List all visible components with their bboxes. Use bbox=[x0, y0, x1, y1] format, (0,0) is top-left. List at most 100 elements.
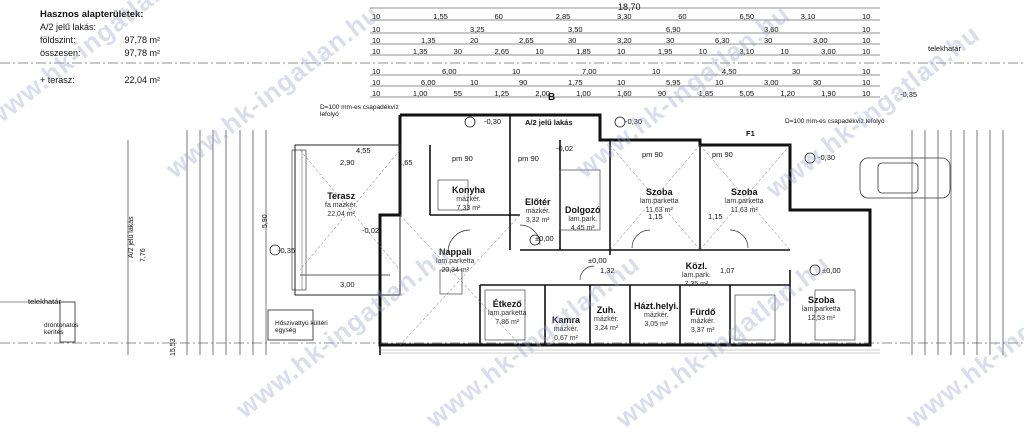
dimension-value: 1,95 bbox=[657, 47, 673, 56]
dimension-value: 10 bbox=[372, 36, 381, 45]
room-nappali: Nappali lam.parketta 20,34 m² bbox=[436, 248, 475, 275]
dimension-value: 60 bbox=[494, 12, 503, 21]
room-name: Szoba bbox=[808, 295, 835, 305]
dimension-value: 10 bbox=[862, 47, 871, 56]
dimension-value: 10 bbox=[617, 78, 626, 87]
room-name: Terasz bbox=[327, 191, 356, 201]
area-row-value: 97,78 m² bbox=[124, 35, 160, 45]
room-eloter: Előtér mázkér. 3,32 m² bbox=[525, 198, 551, 225]
dimension-value: 90 bbox=[519, 78, 528, 87]
dimension-value: 10 bbox=[617, 47, 626, 56]
dimension-value: 10 bbox=[862, 78, 871, 87]
room-haztartasi: Házt.helyi. mázkér. 3,05 m² bbox=[634, 302, 679, 329]
room-area: 11,63 m² bbox=[730, 207, 758, 214]
dimension-value: 1,25 bbox=[494, 89, 510, 98]
dimension-value: 3,50 bbox=[568, 25, 583, 34]
room-name: Házt.helyi. bbox=[634, 301, 679, 311]
dimension-value: 10 bbox=[470, 78, 479, 87]
area-summary: Hasznos alapterületek: A/2 jelű lakás: f… bbox=[40, 8, 160, 87]
room-szoba-2: Szoba lam.parketta 11,63 m² bbox=[725, 188, 764, 215]
dimension-value: 1,35 bbox=[421, 36, 436, 45]
dimension-label: 1,32 bbox=[600, 266, 615, 275]
room-floor: lam.parketta bbox=[802, 306, 841, 313]
dimension-value: 3,10 bbox=[800, 12, 816, 21]
level-mark: -0,02 bbox=[362, 226, 380, 235]
dimension-value: 10 bbox=[512, 67, 521, 76]
room-area: 0,67 m² bbox=[554, 335, 578, 342]
dimension-value: 5,05 bbox=[739, 89, 755, 98]
room-name: Konyha bbox=[452, 185, 486, 195]
area-row-value: 97,78 m² bbox=[124, 48, 160, 58]
room-konyha: Konyha mázkér. 7,33 m² bbox=[452, 186, 485, 213]
dimension-value: 6,50 bbox=[739, 12, 755, 21]
room-name: Közl. bbox=[685, 261, 708, 271]
dimension-value: 30 bbox=[453, 47, 462, 56]
level-mark: -0,02 bbox=[556, 144, 574, 153]
level-mark: -0,35 bbox=[900, 90, 918, 99]
dimension-value: 30 bbox=[813, 78, 822, 87]
dimension-value: 3,00 bbox=[821, 47, 836, 56]
room-floor: mázkér. bbox=[644, 312, 669, 319]
side-dimension-label: 15,53 bbox=[170, 338, 177, 356]
room-dolgozo: Dolgozó lam.park. 4,45 m² bbox=[565, 206, 601, 233]
dimension-label: 1,15 bbox=[648, 212, 663, 221]
dimension-value: 1,85 bbox=[698, 89, 714, 98]
dimension-value: 10 bbox=[862, 36, 871, 45]
dimension-value: 3,60 bbox=[764, 25, 779, 34]
room-area: 11,63 m² bbox=[645, 207, 673, 214]
dimension-value: 6,00 bbox=[442, 67, 457, 76]
dimension-value: 2,00 bbox=[535, 89, 550, 98]
dimension-value: 10 bbox=[535, 47, 544, 56]
total-width-label: 18,70 bbox=[618, 2, 641, 12]
dimension-value: 2,85 bbox=[555, 12, 571, 21]
room-szoba-3: Szoba lam.parketta 12,53 m² bbox=[802, 296, 841, 323]
room-floor: lam.parketta bbox=[640, 198, 679, 205]
dimension-label: 1,15 bbox=[708, 212, 723, 221]
dimension-value: 1,75 bbox=[568, 78, 583, 87]
dimension-value: 10 bbox=[372, 78, 381, 87]
side-dimension-label: 7,76 bbox=[140, 248, 147, 262]
pm-label: pm 90 bbox=[642, 150, 663, 159]
level-mark: ±0,00 bbox=[822, 266, 841, 275]
level-mark: -0,30 bbox=[484, 117, 502, 126]
heat-pump-label: Hőszivattyú kültéri egység bbox=[275, 320, 328, 334]
dimension-value: 1,60 bbox=[617, 89, 632, 98]
room-terasz: Terasz fa mazkér. 22,04 m² bbox=[325, 192, 357, 219]
dimension-value: 1,20 bbox=[780, 89, 795, 98]
room-kamra: Kamra mázkér. 0,67 m² bbox=[552, 316, 580, 343]
area-row-label: + terasz: bbox=[40, 75, 75, 85]
dimension-value: 10 bbox=[372, 67, 381, 76]
room-floor: lam.park. bbox=[568, 216, 598, 223]
room-floor: lam.parketta bbox=[436, 258, 475, 265]
area-row-value: 22,04 m² bbox=[124, 75, 160, 85]
dimension-value: 6,90 bbox=[666, 25, 681, 34]
room-area: 3,37 m² bbox=[690, 327, 715, 334]
dimension-value: 10 bbox=[862, 67, 871, 76]
drain-note: D=100 mm-es csapadékvíz lefolyó bbox=[785, 118, 885, 125]
room-floor: mázkér. bbox=[690, 318, 715, 325]
dimension-label: 4,55 bbox=[356, 146, 371, 155]
f1-mark: F1 bbox=[746, 129, 755, 138]
area-summary-title: Hasznos alapterületek: bbox=[40, 9, 144, 20]
dimension-value: 30 bbox=[792, 67, 801, 76]
dimension-value: 7,00 bbox=[582, 67, 597, 76]
room-kozl: Közl. lam.park. 7,35 m² bbox=[682, 262, 711, 289]
room-area: 3,24 m² bbox=[594, 325, 619, 332]
dimension-value: 10 bbox=[372, 12, 381, 21]
dimension-value: 1,00 bbox=[412, 89, 428, 98]
level-mark: -0,30 bbox=[818, 153, 836, 162]
area-row-total: összesen: 97,78 m² bbox=[40, 47, 160, 60]
dimension-value: 5,95 bbox=[666, 78, 681, 87]
room-name: Szoba bbox=[646, 187, 673, 197]
room-area: 20,34 m² bbox=[441, 267, 470, 274]
dimension-value: 10 bbox=[372, 25, 381, 34]
section-mark: B bbox=[548, 92, 556, 103]
dimension-label: 1,07 bbox=[720, 266, 735, 275]
area-row-label: összesen: bbox=[40, 48, 81, 58]
room-etkezo: Étkező lam.parketta 7,86 m² bbox=[488, 300, 527, 327]
